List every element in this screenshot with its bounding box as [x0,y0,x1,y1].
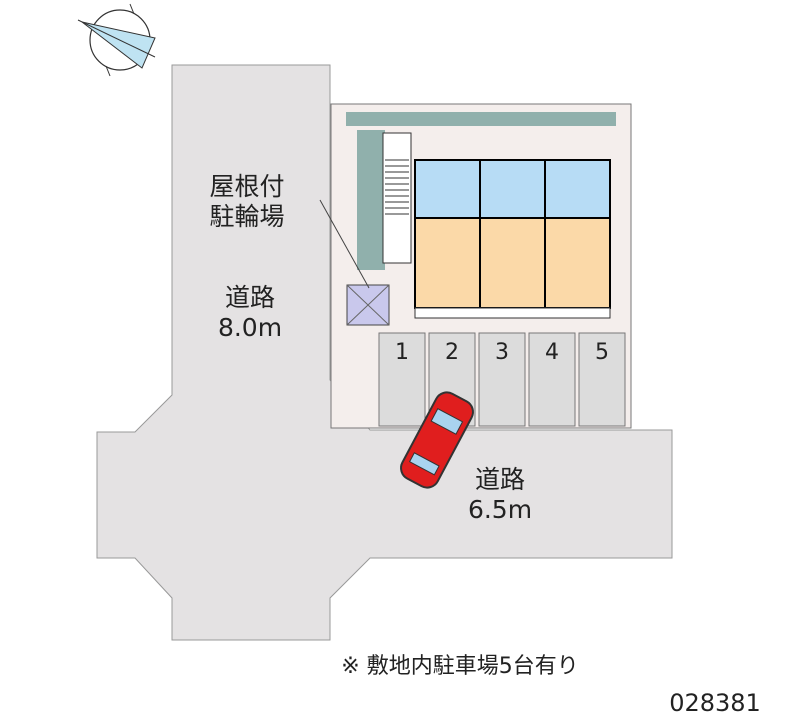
bottom-road-width: 6.5m [467,495,533,524]
parking-area [378,332,626,427]
stairs [382,132,412,264]
left-road-name: 道路 [224,283,275,312]
units [414,159,611,319]
compass-icon [77,3,156,77]
property-id: 028381 [669,689,761,717]
parking-note: ※ 敷地内駐車場5台有り [341,654,579,679]
left-road-width: 8.0m [217,313,283,342]
bottom-road-label: 道路 6.5m [440,465,560,525]
bicycle-parking-label: 屋根付 駐輪場 [192,172,302,232]
car-icon [400,391,474,489]
parking-space-4: 4 [545,340,559,365]
parking-space-3: 3 [495,340,509,365]
parking-space-5: 5 [595,340,609,365]
parking-space-2: 2 [445,340,459,365]
left-road-label: 道路 8.0m [190,283,310,343]
bicycle-parking-line1: 屋根付 [209,172,285,201]
parking-space-1: 1 [395,340,409,365]
bottom-road-name: 道路 [474,465,525,494]
bicycle-parking-line2: 駐輪場 [209,202,285,231]
